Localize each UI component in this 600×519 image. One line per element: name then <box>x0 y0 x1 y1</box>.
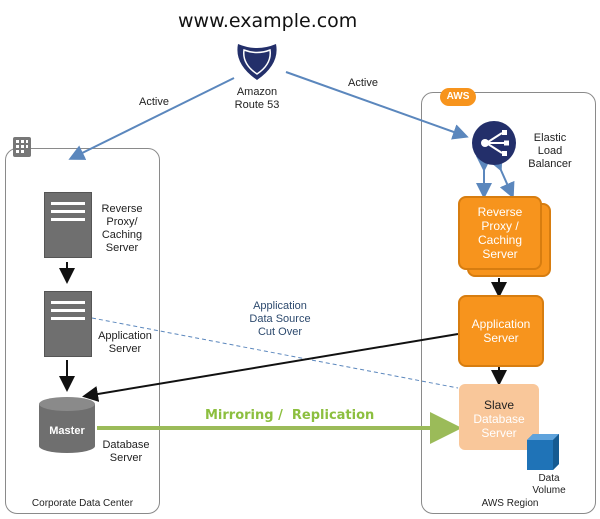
corp-app-server-icon <box>44 291 92 357</box>
building-icon <box>13 137 31 157</box>
corp-app-server-label: Application Server <box>98 330 152 355</box>
cutover-dashed-line <box>91 317 459 389</box>
aws-reverse-proxy-box: Reverse Proxy / Caching Server <box>458 196 542 270</box>
master-database-icon <box>38 396 96 454</box>
aws-app-server-box: Application Server <box>458 295 544 367</box>
route53-text: Amazon Route 53 <box>234 86 280 111</box>
aws-region-label: AWS Region <box>481 498 539 509</box>
data-volume-icon <box>527 434 559 470</box>
mirroring-label: Mirroring / Replication <box>205 408 375 423</box>
active-link-right <box>285 71 469 140</box>
slave-database-box: Slave Database Server <box>459 384 539 450</box>
slave-subtitle: Database Server <box>473 412 525 440</box>
load-balancer-icon <box>472 121 516 165</box>
corp-database-server-label: Database Server <box>102 439 150 464</box>
site-url: www.example.com <box>178 10 358 32</box>
corp-reverse-proxy-label: Reverse Proxy/ Caching Server <box>101 203 143 254</box>
active-link-left <box>68 77 235 160</box>
active-label-left: Active <box>139 96 169 108</box>
aws-cloud-icon: AWS <box>440 88 476 106</box>
master-label: Master <box>49 425 85 437</box>
data-volume-label: Data Volume <box>532 473 566 496</box>
route53-label: Amazon Route 53 <box>224 86 290 112</box>
slave-title: Slave <box>483 398 515 412</box>
aws-reverse-proxy-label: Reverse Proxy / Caching Server <box>477 205 523 261</box>
corp-reverse-proxy-server-icon <box>44 192 92 258</box>
active-label-right: Active <box>348 77 378 89</box>
cutover-arrow <box>82 333 459 402</box>
elb-arrow-right <box>487 153 515 199</box>
corporate-region-label: Corporate Data Center <box>31 498 134 509</box>
shield-icon <box>234 42 280 82</box>
aws-app-server-label: Application Server <box>471 317 531 345</box>
cutover-label: Application Data Source Cut Over <box>249 300 311 338</box>
elb-label: Elastic Load Balancer <box>528 132 572 170</box>
